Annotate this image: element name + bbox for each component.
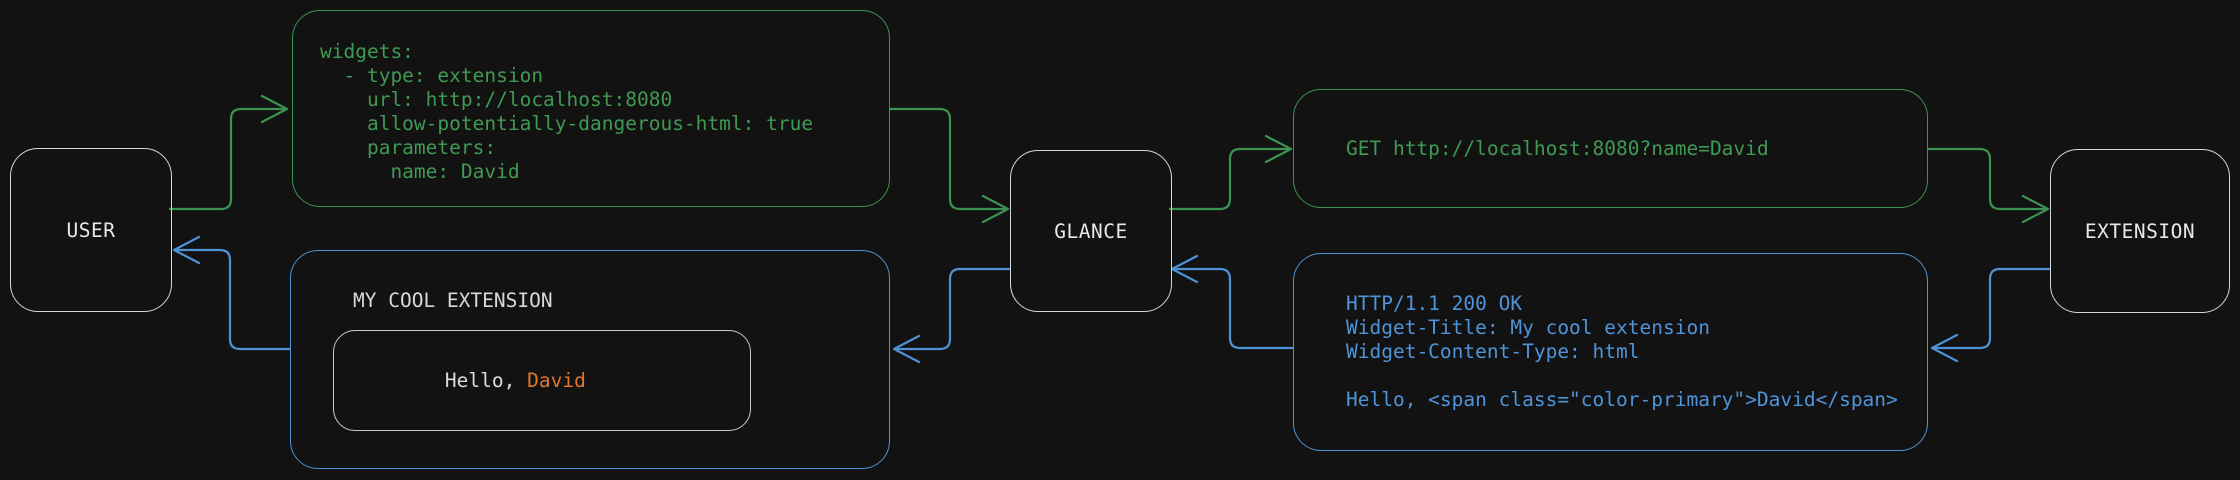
connector-extension-to-response — [1930, 267, 2052, 363]
config-yaml-box: widgets: - type: extension url: http://l… — [292, 10, 890, 207]
http-response-code: HTTP/1.1 200 OK Widget-Title: My cool ex… — [1346, 292, 1898, 412]
config-line: parameters: — [320, 136, 497, 159]
response-line: Hello, <span class="color-primary">David… — [1346, 388, 1898, 411]
config-line: widgets: — [320, 40, 414, 63]
node-glance-label: GLANCE — [1054, 219, 1128, 243]
widget-greeting: Hello, David — [351, 346, 586, 415]
node-user: USER — [10, 148, 172, 312]
connector-glance-to-request — [1168, 134, 1293, 211]
http-response-box: HTTP/1.1 200 OK Widget-Title: My cool ex… — [1293, 253, 1928, 451]
config-line: allow-potentially-dangerous-html: true — [320, 112, 814, 135]
node-glance: GLANCE — [1010, 150, 1172, 312]
connector-response-to-glance — [1170, 254, 1295, 350]
node-extension-label: EXTENSION — [2084, 219, 2196, 243]
config-line: name: David — [320, 160, 520, 183]
response-line: HTTP/1.1 200 OK — [1346, 292, 1523, 315]
config-line: - type: extension — [320, 64, 544, 87]
greeting-name: David — [527, 369, 586, 392]
connector-request-to-extension — [1926, 147, 2050, 224]
http-request-box: GET http://localhost:8080?name=David — [1293, 89, 1928, 208]
greeting-prefix: Hello, — [444, 369, 528, 392]
response-line: Widget-Content-Type: html — [1346, 340, 1640, 363]
connector-widget-to-user — [172, 235, 292, 351]
response-line — [1346, 364, 1898, 388]
connector-config-to-glance — [888, 107, 1010, 224]
widget-rendered-output: Hello, David — [333, 330, 751, 431]
widget-title: MY COOL EXTENSION — [353, 289, 553, 312]
request-line: GET http://localhost:8080?name=David — [1346, 136, 1769, 160]
connector-user-to-config — [168, 94, 289, 211]
connector-glance-to-widget — [892, 267, 1012, 364]
response-line: Widget-Title: My cool extension — [1346, 316, 1710, 339]
config-yaml-code: widgets: - type: extension url: http://l… — [320, 40, 813, 184]
widget-preview-box: MY COOL EXTENSION Hello, David — [290, 250, 890, 469]
node-extension: EXTENSION — [2050, 149, 2230, 313]
node-user-label: USER — [66, 218, 116, 242]
config-line: url: http://localhost:8080 — [320, 88, 673, 111]
